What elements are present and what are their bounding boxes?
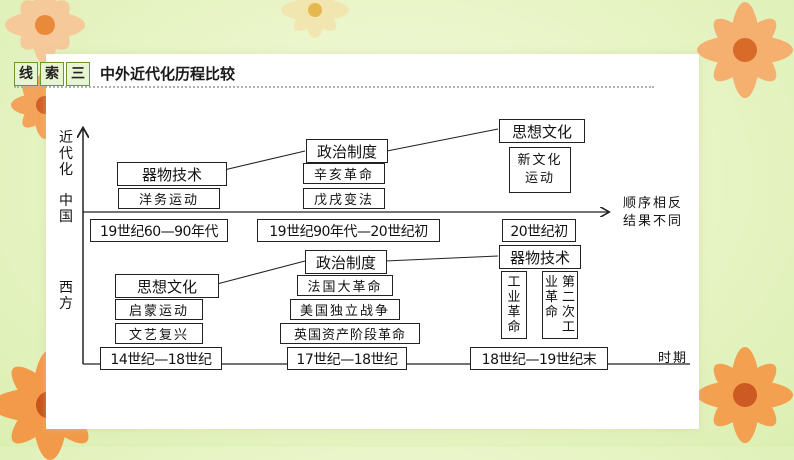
new-culture-line2: 运动 <box>525 170 555 188</box>
section-title: 中外近代化历程比较 <box>100 63 235 84</box>
header-tag-2: 索 <box>40 62 64 86</box>
china-period-2: 19世纪90年代—20世纪初 <box>257 219 440 242</box>
china-level-culture: 思想文化 <box>499 119 585 143</box>
new-culture-line1: 新文化 <box>517 152 562 170</box>
header-tag-1: 线 <box>14 62 38 86</box>
second-industrial-revolution-col2: 业革命 <box>544 275 560 335</box>
y-axis-label-china: 中国 <box>58 193 74 225</box>
west-period-2: 17世纪—18世纪 <box>287 347 407 370</box>
west-level-politics: 政治制度 <box>305 250 387 274</box>
flower-decoration-bottom-right <box>690 340 794 447</box>
west-event-american-independence: 美国独立战争 <box>290 299 400 320</box>
west-level-culture: 思想文化 <box>115 274 219 298</box>
west-period-3: 18世纪—19世纪末 <box>470 347 608 370</box>
second-industrial-revolution-col1: 第二次工 <box>561 275 577 335</box>
y-axis-label-west: 西方 <box>58 280 74 312</box>
west-event-enlightenment: 启蒙运动 <box>115 299 203 320</box>
flower-decoration-top-center <box>270 0 360 45</box>
header-divider <box>14 86 654 88</box>
west-event-second-industrial-revolution: 第二次工 业革命 <box>542 271 578 339</box>
industrial-revolution-text: 工业革命 <box>506 275 522 335</box>
west-period-1: 14世纪—18世纪 <box>100 347 222 370</box>
china-event-hundred-days-reform: 戊戌变法 <box>303 188 385 209</box>
west-level-technology: 器物技术 <box>499 245 581 269</box>
arrow-note-line2: 结果不同 <box>623 210 683 229</box>
y-axis-label-modernization: 近代化 <box>58 130 74 178</box>
header-tag-3: 三 <box>66 62 90 86</box>
west-event-english-revolution: 英国资产阶段革命 <box>280 323 420 344</box>
x-axis-label-period: 时期 <box>658 347 688 366</box>
china-level-politics: 政治制度 <box>306 139 388 163</box>
west-event-renaissance: 文艺复兴 <box>115 323 203 344</box>
arrow-note-line1: 顺序相反 <box>623 192 683 211</box>
china-event-westernization-movement: 洋务运动 <box>118 188 220 209</box>
china-period-3: 20世纪初 <box>502 219 576 242</box>
west-event-industrial-revolution: 工业革命 <box>501 271 527 339</box>
comparison-diagram: 近代化 中国 西方 顺序相反 结果不同 时期 器物技术 洋务运动 19世纪60—… <box>60 117 698 370</box>
china-level-technology: 器物技术 <box>117 162 227 186</box>
flower-decoration-top-right <box>690 0 794 105</box>
china-period-1: 19世纪60—90年代 <box>90 219 228 242</box>
section-header: 线 索 三 中外近代化历程比较 <box>14 62 654 86</box>
china-event-1911-revolution: 辛亥革命 <box>303 163 385 184</box>
west-event-french-revolution: 法国大革命 <box>297 275 393 296</box>
china-event-new-culture-movement: 新文化 运动 <box>509 147 571 193</box>
